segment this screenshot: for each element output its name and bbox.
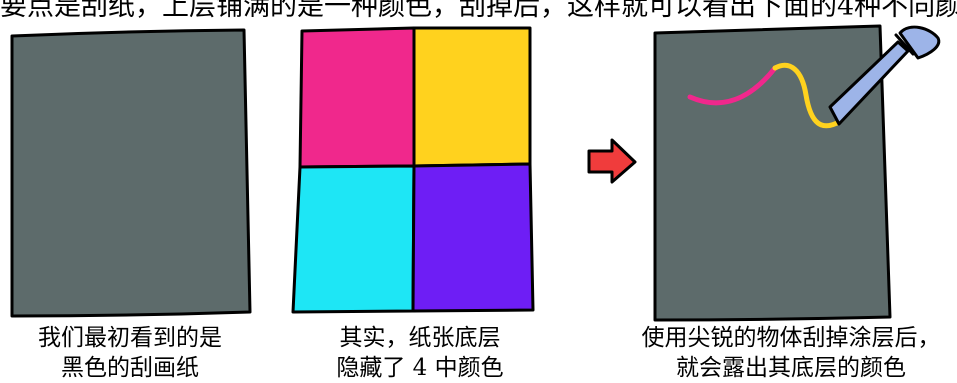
color-quadrant-violet [411, 162, 535, 313]
caption-line: 就会露出其底层的颜色 [676, 355, 906, 381]
color-quadrant-yellow [412, 26, 532, 168]
color-quadrant-cyan [291, 164, 416, 314]
scratch-paper-scratched [653, 24, 892, 322]
nail-icon [828, 25, 941, 126]
caption-line: 使用尖锐的物体刮掉涂层后， [641, 325, 941, 351]
top-text: 要点是刮纸，上层铺满的是一种颜色，刮掉后，这样就可以看出下面的4种不同颜色 [0, 0, 957, 22]
caption-line: 其实，纸张底层 [339, 325, 501, 351]
caption-hidden-colors: 其实，纸张底层 隐藏了 4 中颜色 [300, 323, 540, 383]
scratch-line-yellow [772, 62, 840, 129]
caption-line: 隐藏了 4 中颜色 [336, 355, 504, 381]
color-layer-grid [291, 26, 535, 314]
caption-scratched-paper: 使用尖锐的物体刮掉涂层后， 就会露出其底层的颜色 [625, 323, 957, 383]
red-arrow-icon [587, 138, 637, 184]
scratch-line-magenta [687, 65, 778, 106]
caption-line: 我们最初看到的是 [38, 325, 222, 351]
caption-line: 黑色的刮画纸 [61, 355, 199, 381]
scratch-paper-coated [10, 28, 252, 318]
caption-coated-paper: 我们最初看到的是 黑色的刮画纸 [0, 323, 260, 383]
color-quadrant-magenta [298, 26, 416, 169]
